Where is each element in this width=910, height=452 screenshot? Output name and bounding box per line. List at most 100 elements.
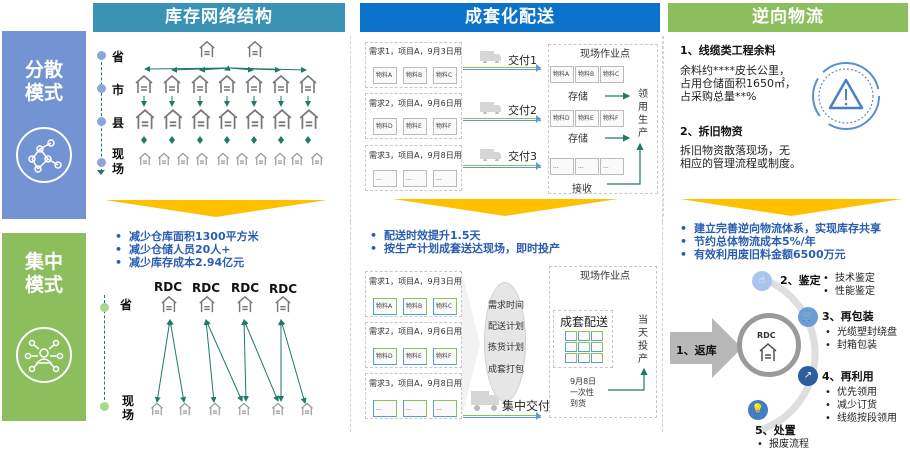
material-cube: 物料A [373, 67, 397, 84]
chevron-arrow-kitting [393, 199, 618, 216]
request-label: 需求2，项目A，9月6日用 [369, 99, 462, 108]
step-item: 优先领用 [825, 386, 897, 399]
request-box-1 [365, 271, 462, 317]
truck-icon [480, 102, 501, 114]
step-item: 技术鉴定 [823, 272, 875, 285]
arrival-note-line: 9月8日 [570, 377, 597, 386]
rdc-label: RDC [269, 282, 298, 296]
material-cube: 物料E [403, 118, 427, 135]
chevron-arrow-inventory [105, 200, 327, 217]
level-dot [97, 51, 106, 60]
kit-cube-stack [565, 331, 603, 363]
level-site: 现场 [112, 147, 125, 176]
material-cube: 物料F [433, 348, 457, 365]
material-cube: 物料B [403, 298, 427, 315]
rdc-hub-label: RDC [757, 331, 776, 340]
storage-label: 存储 [568, 134, 588, 145]
benefit-item: 建立完善逆向物流体系，实现库存共享 [680, 222, 881, 235]
delivery-arrow [463, 162, 541, 170]
reverse-section-border [663, 36, 664, 216]
step-item: 报废流程 [757, 438, 809, 451]
kitting-section-border-lower [350, 222, 663, 432]
text-line: 拆旧物资散落现场，无 [680, 144, 790, 157]
material-cube: 物料C [600, 66, 624, 83]
step-title: 2、鉴定 [780, 274, 821, 287]
benefit-item: 配送时效提升1.5天 [370, 229, 560, 242]
benefit-item: 按生产计划成套送达现场，即时投产 [370, 242, 560, 255]
material-cube: ... [433, 170, 457, 187]
step-title: 3、再包装 [822, 310, 874, 323]
step-item: 线缆按段领用 [825, 412, 897, 425]
material-cube: ... [575, 158, 599, 175]
level-city: 市 [112, 83, 125, 97]
process-arc [758, 274, 819, 434]
material-cube: 物料A [550, 66, 574, 83]
step-item: 性能鉴定 [823, 285, 875, 298]
level-county: 县 [112, 116, 125, 130]
plan-step: 配送计划 [488, 322, 525, 332]
dismantled-materials-title: 2、拆旧物资 [680, 125, 743, 138]
site-label: 现场作业点 [580, 271, 630, 282]
text-line: 余料约****皮长公里， [680, 64, 790, 77]
production-arrow [608, 367, 648, 391]
text-line: 相应的管理流程或制度。 [680, 157, 801, 170]
central-delivery-label: 集中交付 [502, 399, 551, 413]
kitting-delivery-header: 成套化配送 [360, 3, 660, 32]
county-warehouse-icons [135, 109, 319, 130]
benefit-item: 减少仓库面积1300平方米 [115, 230, 259, 243]
material-cube: ... [373, 170, 397, 187]
dispersed-network-diagram [135, 41, 324, 166]
delivery-arrow [463, 412, 541, 420]
material-cube: 物料C [433, 67, 457, 84]
rdc-label: RDC [154, 280, 183, 294]
arrival-note-line: 到货 [570, 399, 586, 408]
arrival-note-line: 一次性 [570, 388, 594, 397]
centralized-mode-panel: 集中模式 [2, 233, 86, 421]
request-box-3 [365, 373, 462, 419]
step-item: 减少订货 [825, 399, 897, 412]
plan-step: 拣货计划 [488, 343, 525, 353]
request-box-1 [365, 42, 462, 88]
kitting-section-border [350, 36, 663, 222]
material-cube: 物料E [575, 110, 599, 127]
reverse-logistics-header: 逆向物流 [668, 3, 908, 32]
benefit-item: 有效利用废旧料金额6500万元 [680, 248, 881, 261]
hub-people-icon [16, 327, 72, 383]
kitting-benefits: 配送时效提升1.5天 按生产计划成套送达现场，即时投产 [370, 229, 560, 255]
cart-icon: 🛒 [798, 307, 818, 327]
kit-delivery-label: 成套配送 [560, 315, 609, 329]
step-title: 4、再利用 [822, 370, 874, 383]
kit-box [553, 310, 613, 368]
axis-arrow-icon [97, 170, 105, 179]
material-cube: ... [403, 170, 427, 187]
step-return: 1、返库 [676, 344, 717, 357]
dispersed-level-axis [101, 52, 102, 172]
material-cube: 物料D [373, 348, 397, 365]
level-dot [97, 84, 106, 93]
step-items: 报废流程 [757, 438, 809, 451]
request-box-2 [365, 93, 462, 139]
truck-icon [480, 149, 501, 161]
delivery-label: 交付2 [508, 104, 537, 117]
delivery-label: 交付3 [508, 150, 537, 163]
step-title: 5、处置 [755, 424, 796, 437]
level-dot [97, 158, 106, 167]
plan-step: 成套打包 [488, 365, 525, 375]
material-cube: 物料B [575, 66, 599, 83]
request-box-2 [365, 322, 462, 368]
dispersed-mode-line2: 模式 [24, 82, 63, 104]
surplus-cable-title: 1、线缆类工程余料 [680, 44, 776, 57]
material-cube: ... [550, 158, 574, 175]
site-warehouse-icons [138, 152, 324, 166]
receive-label: 接收 [572, 184, 592, 195]
centralized-mode-line1: 集中 [24, 251, 63, 273]
request-label: 需求1，项目A，9月3日用 [369, 277, 462, 286]
level-province: 省 [120, 298, 133, 312]
inventory-benefits: 减少仓库面积1300平方米 减少仓储人员20人+ 减少库存成本2.94亿元 [115, 230, 259, 269]
material-cube: 物料F [433, 118, 457, 135]
lightbulb-icon: 💡 [748, 400, 768, 420]
level-dot [100, 303, 109, 312]
material-cube: 物料E [403, 348, 427, 365]
material-cube: ... [600, 158, 624, 175]
text-line: 占用仓储面积1650㎡， [680, 77, 796, 90]
